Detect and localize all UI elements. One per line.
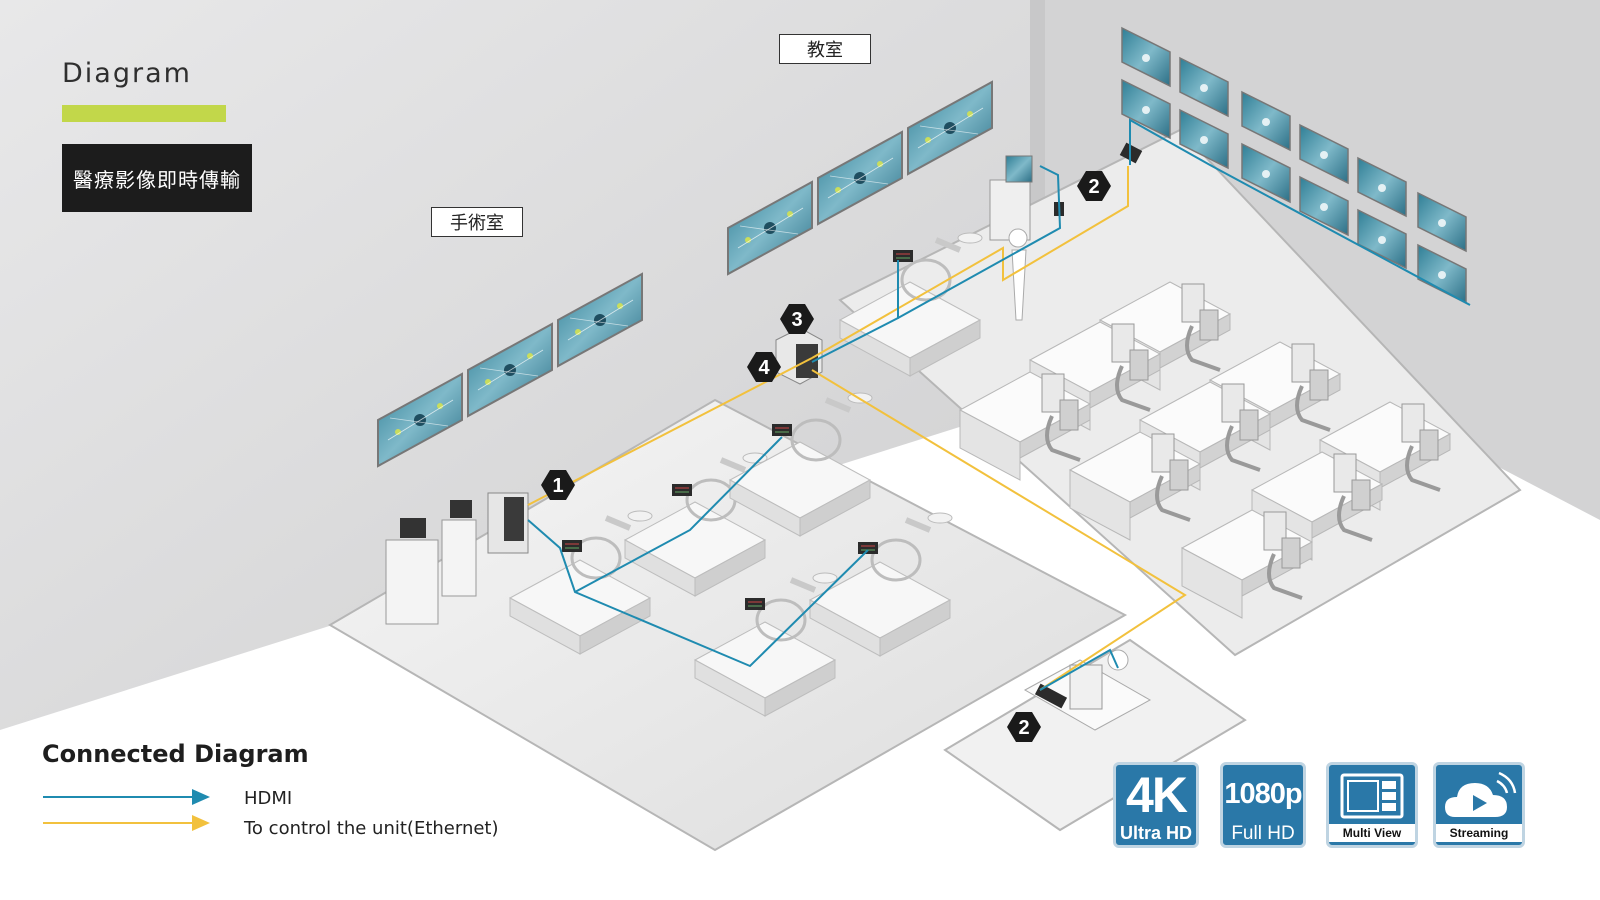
badge-streaming: Streaming [1433,762,1525,848]
badge-streaming-caption: Streaming [1436,824,1522,842]
subtitle-box: 醫療影像即時傳輸 [62,144,252,212]
legend-title: Connected Diagram [42,740,309,768]
svg-text:2: 2 [1088,176,1099,198]
multi-view-icon [1340,773,1404,819]
medical-cart [385,492,529,625]
badge-4k-ultra-hd: 4K Ultra HD [1113,762,1199,848]
badge-1080p-full-hd: 1080p Full HD [1220,762,1306,848]
page-title: Diagram [62,58,192,89]
badge-1080p-caption: Full HD [1231,823,1295,844]
room-label-classroom: 教室 [779,34,871,64]
floors [328,128,1522,852]
cloud-play-icon [1445,771,1517,817]
classroom-furniture [958,280,1452,731]
legend-ethernet-arrow [43,815,210,831]
svg-text:2: 2 [1018,717,1029,739]
hdmi-connections [527,118,1471,691]
legend-hdmi-label: HDMI [244,788,293,809]
svg-text:1: 1 [552,475,563,497]
badge-multi-view: Multi View [1326,762,1418,848]
ethernet-connections [527,166,1187,691]
badge-multi-view-caption: Multi View [1329,824,1415,842]
badge-4k-text: 4K [1126,767,1188,823]
badge-4k-caption: Ultra HD [1119,823,1192,843]
badge-1080p-text: 1080p [1224,778,1302,810]
marker-1: 1 [541,470,575,500]
marker-2-top: 2 [1077,171,1111,201]
room-label-surgery: 手術室 [431,207,523,237]
legend-ethernet-label: To control the unit(Ethernet) [244,818,499,839]
marker-3: 3 [780,304,814,334]
marker-2-bottom: 2 [1007,712,1041,742]
title-accent-bar [62,105,226,122]
svg-text:4: 4 [758,357,770,379]
svg-text:3: 3 [791,309,802,331]
control-desk [1023,649,1152,731]
marker-4: 4 [747,352,781,382]
surgery-room-furniture [385,155,1064,716]
legend-hdmi-arrow [43,789,210,805]
presenter-podium [989,155,1064,321]
